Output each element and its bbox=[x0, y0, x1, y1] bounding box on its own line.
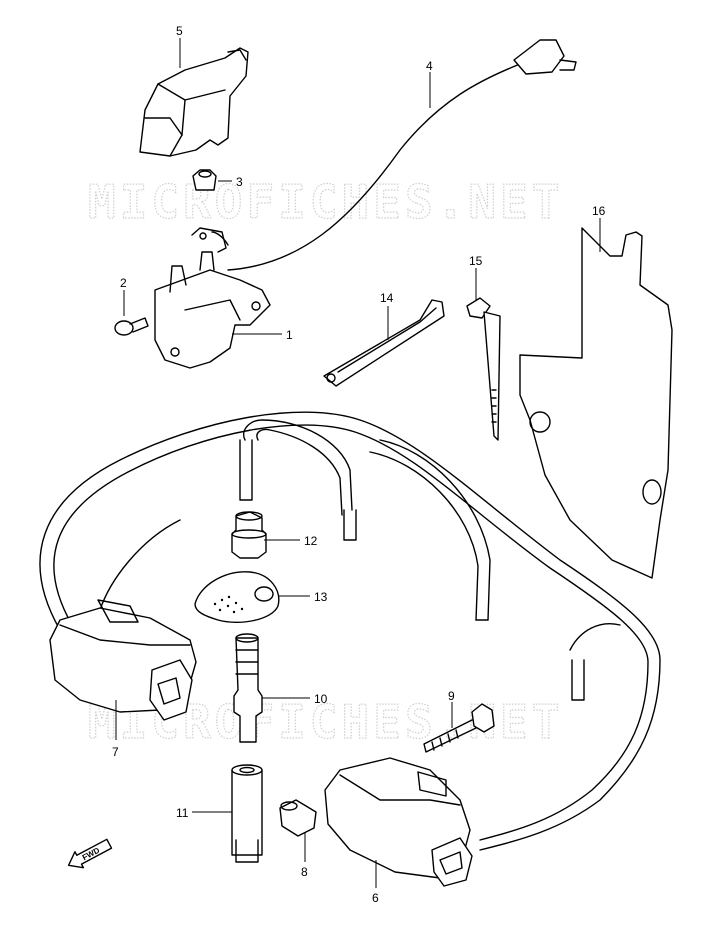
callout-8: 8 bbox=[301, 865, 308, 879]
watermark-top: MICROFICHES.NET bbox=[88, 175, 563, 229]
callout-3: 3 bbox=[236, 175, 243, 189]
part-4-lead bbox=[211, 39, 577, 271]
part-9-bolt bbox=[423, 703, 495, 753]
part-2-screw bbox=[114, 317, 149, 336]
part-10-connector bbox=[233, 633, 263, 743]
callout-5: 5 bbox=[176, 24, 183, 38]
part-13-plate bbox=[194, 571, 280, 623]
callout-15: 15 bbox=[469, 254, 483, 268]
part-16-plate bbox=[519, 227, 673, 579]
harness-wires bbox=[39, 411, 661, 851]
part-3-nut bbox=[192, 169, 217, 191]
leader-lines bbox=[115, 38, 601, 888]
callout-13: 13 bbox=[314, 590, 328, 604]
callout-7: 7 bbox=[112, 745, 119, 759]
part-1-block bbox=[154, 227, 271, 369]
callout-14: 14 bbox=[380, 291, 394, 305]
callout-4: 4 bbox=[426, 59, 433, 73]
part-11-tube bbox=[231, 764, 263, 863]
fwd-arrow-icon: FWD bbox=[67, 838, 113, 869]
part-12-grommet bbox=[231, 511, 267, 559]
callout-10: 10 bbox=[314, 692, 328, 706]
callout-12: 12 bbox=[304, 534, 318, 548]
callout-1: 1 bbox=[286, 328, 293, 342]
part-6-coil bbox=[324, 757, 473, 887]
callout-9: 9 bbox=[448, 689, 455, 703]
part-15-tie bbox=[466, 297, 501, 441]
callout-6: 6 bbox=[372, 891, 379, 905]
callouts: 5 3 4 16 2 1 14 15 12 13 9 10 7 11 8 6 bbox=[112, 24, 606, 905]
part-14-strap bbox=[323, 299, 445, 387]
part-7-coil bbox=[49, 599, 197, 721]
part-8-spacer bbox=[279, 799, 317, 837]
callout-16: 16 bbox=[592, 204, 606, 218]
part-5-cover bbox=[139, 47, 249, 157]
callout-11: 11 bbox=[176, 806, 189, 820]
callout-2: 2 bbox=[120, 276, 127, 290]
